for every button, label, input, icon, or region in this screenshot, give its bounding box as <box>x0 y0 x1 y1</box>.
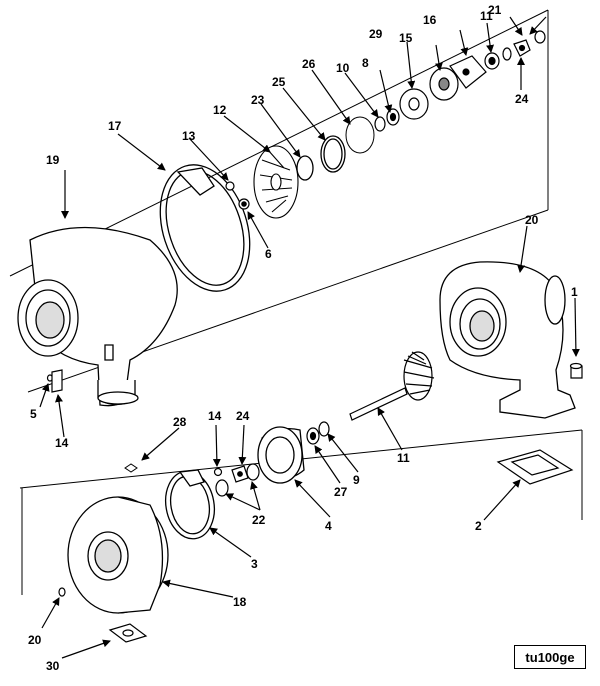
part-21-and-gasket-30 <box>58 587 148 643</box>
callout-14-top: 13 <box>182 129 196 143</box>
callout-19: 20 <box>525 213 539 227</box>
callout-25: 25 <box>272 75 286 89</box>
compressor-wheel-12 <box>253 145 299 219</box>
bearing-parts-top <box>374 30 546 132</box>
callout-10: 10 <box>336 61 350 75</box>
callout-2: 2 <box>475 519 482 533</box>
callout-16: 17 <box>108 119 122 133</box>
callout-30: 30 <box>46 659 60 673</box>
callout-12: 12 <box>213 103 227 117</box>
compressor-housing-20 <box>67 496 169 614</box>
clamp-band-3 <box>164 469 216 540</box>
compressor-housing-18 <box>17 226 178 407</box>
figure-id-label: tu100ge <box>514 645 586 669</box>
callout-28: 29 <box>369 27 383 41</box>
callout-27: 27 <box>334 485 348 499</box>
callout-14-bottom: 14 <box>208 409 222 423</box>
nut-14-top <box>225 181 250 210</box>
gasket-2 <box>496 449 574 485</box>
callout-11: 11 <box>397 451 410 465</box>
turbine-shaft-11 <box>349 351 435 421</box>
leader-arrows <box>39 16 580 659</box>
callout-4: 4 <box>325 519 332 533</box>
clamp-band-16 <box>159 164 251 292</box>
plug-29 <box>124 463 138 473</box>
parts-5-13 <box>46 369 63 393</box>
callout-23: 23 <box>251 93 265 107</box>
callout-5: 5 <box>30 407 37 421</box>
callout-13: 14 <box>55 436 69 450</box>
turbine-housing-19 <box>439 261 576 419</box>
nut-1 <box>569 362 583 379</box>
callout-22-bottom: 22 <box>252 513 266 527</box>
callout-6: 6 <box>265 247 272 261</box>
callout-17: 16 <box>423 13 437 27</box>
callout-22-top: 21 <box>488 3 502 17</box>
callout-7: 11 <box>480 9 493 23</box>
callout-1: 1 <box>571 285 578 299</box>
backplate-4 <box>257 426 305 484</box>
seal-parts-27-9 <box>306 421 330 445</box>
callout-3: 3 <box>251 557 258 571</box>
lower-fasteners <box>213 463 260 497</box>
callout-24-top: 24 <box>515 92 529 106</box>
callout-labels: 21 16 11 29 15 24 26 10 8 25 23 12 17 13… <box>28 3 578 673</box>
callout-24-bottom: 24 <box>236 409 250 423</box>
callout-20: 18 <box>233 595 247 609</box>
callout-18: 19 <box>46 153 60 167</box>
callout-8: 8 <box>362 56 369 70</box>
callout-9: 9 <box>353 473 360 487</box>
callout-21: 20 <box>28 633 42 647</box>
callout-29: 28 <box>173 415 187 429</box>
callout-15: 15 <box>399 31 413 45</box>
rings-23-25-26 <box>296 116 375 181</box>
callout-26: 26 <box>302 57 316 71</box>
